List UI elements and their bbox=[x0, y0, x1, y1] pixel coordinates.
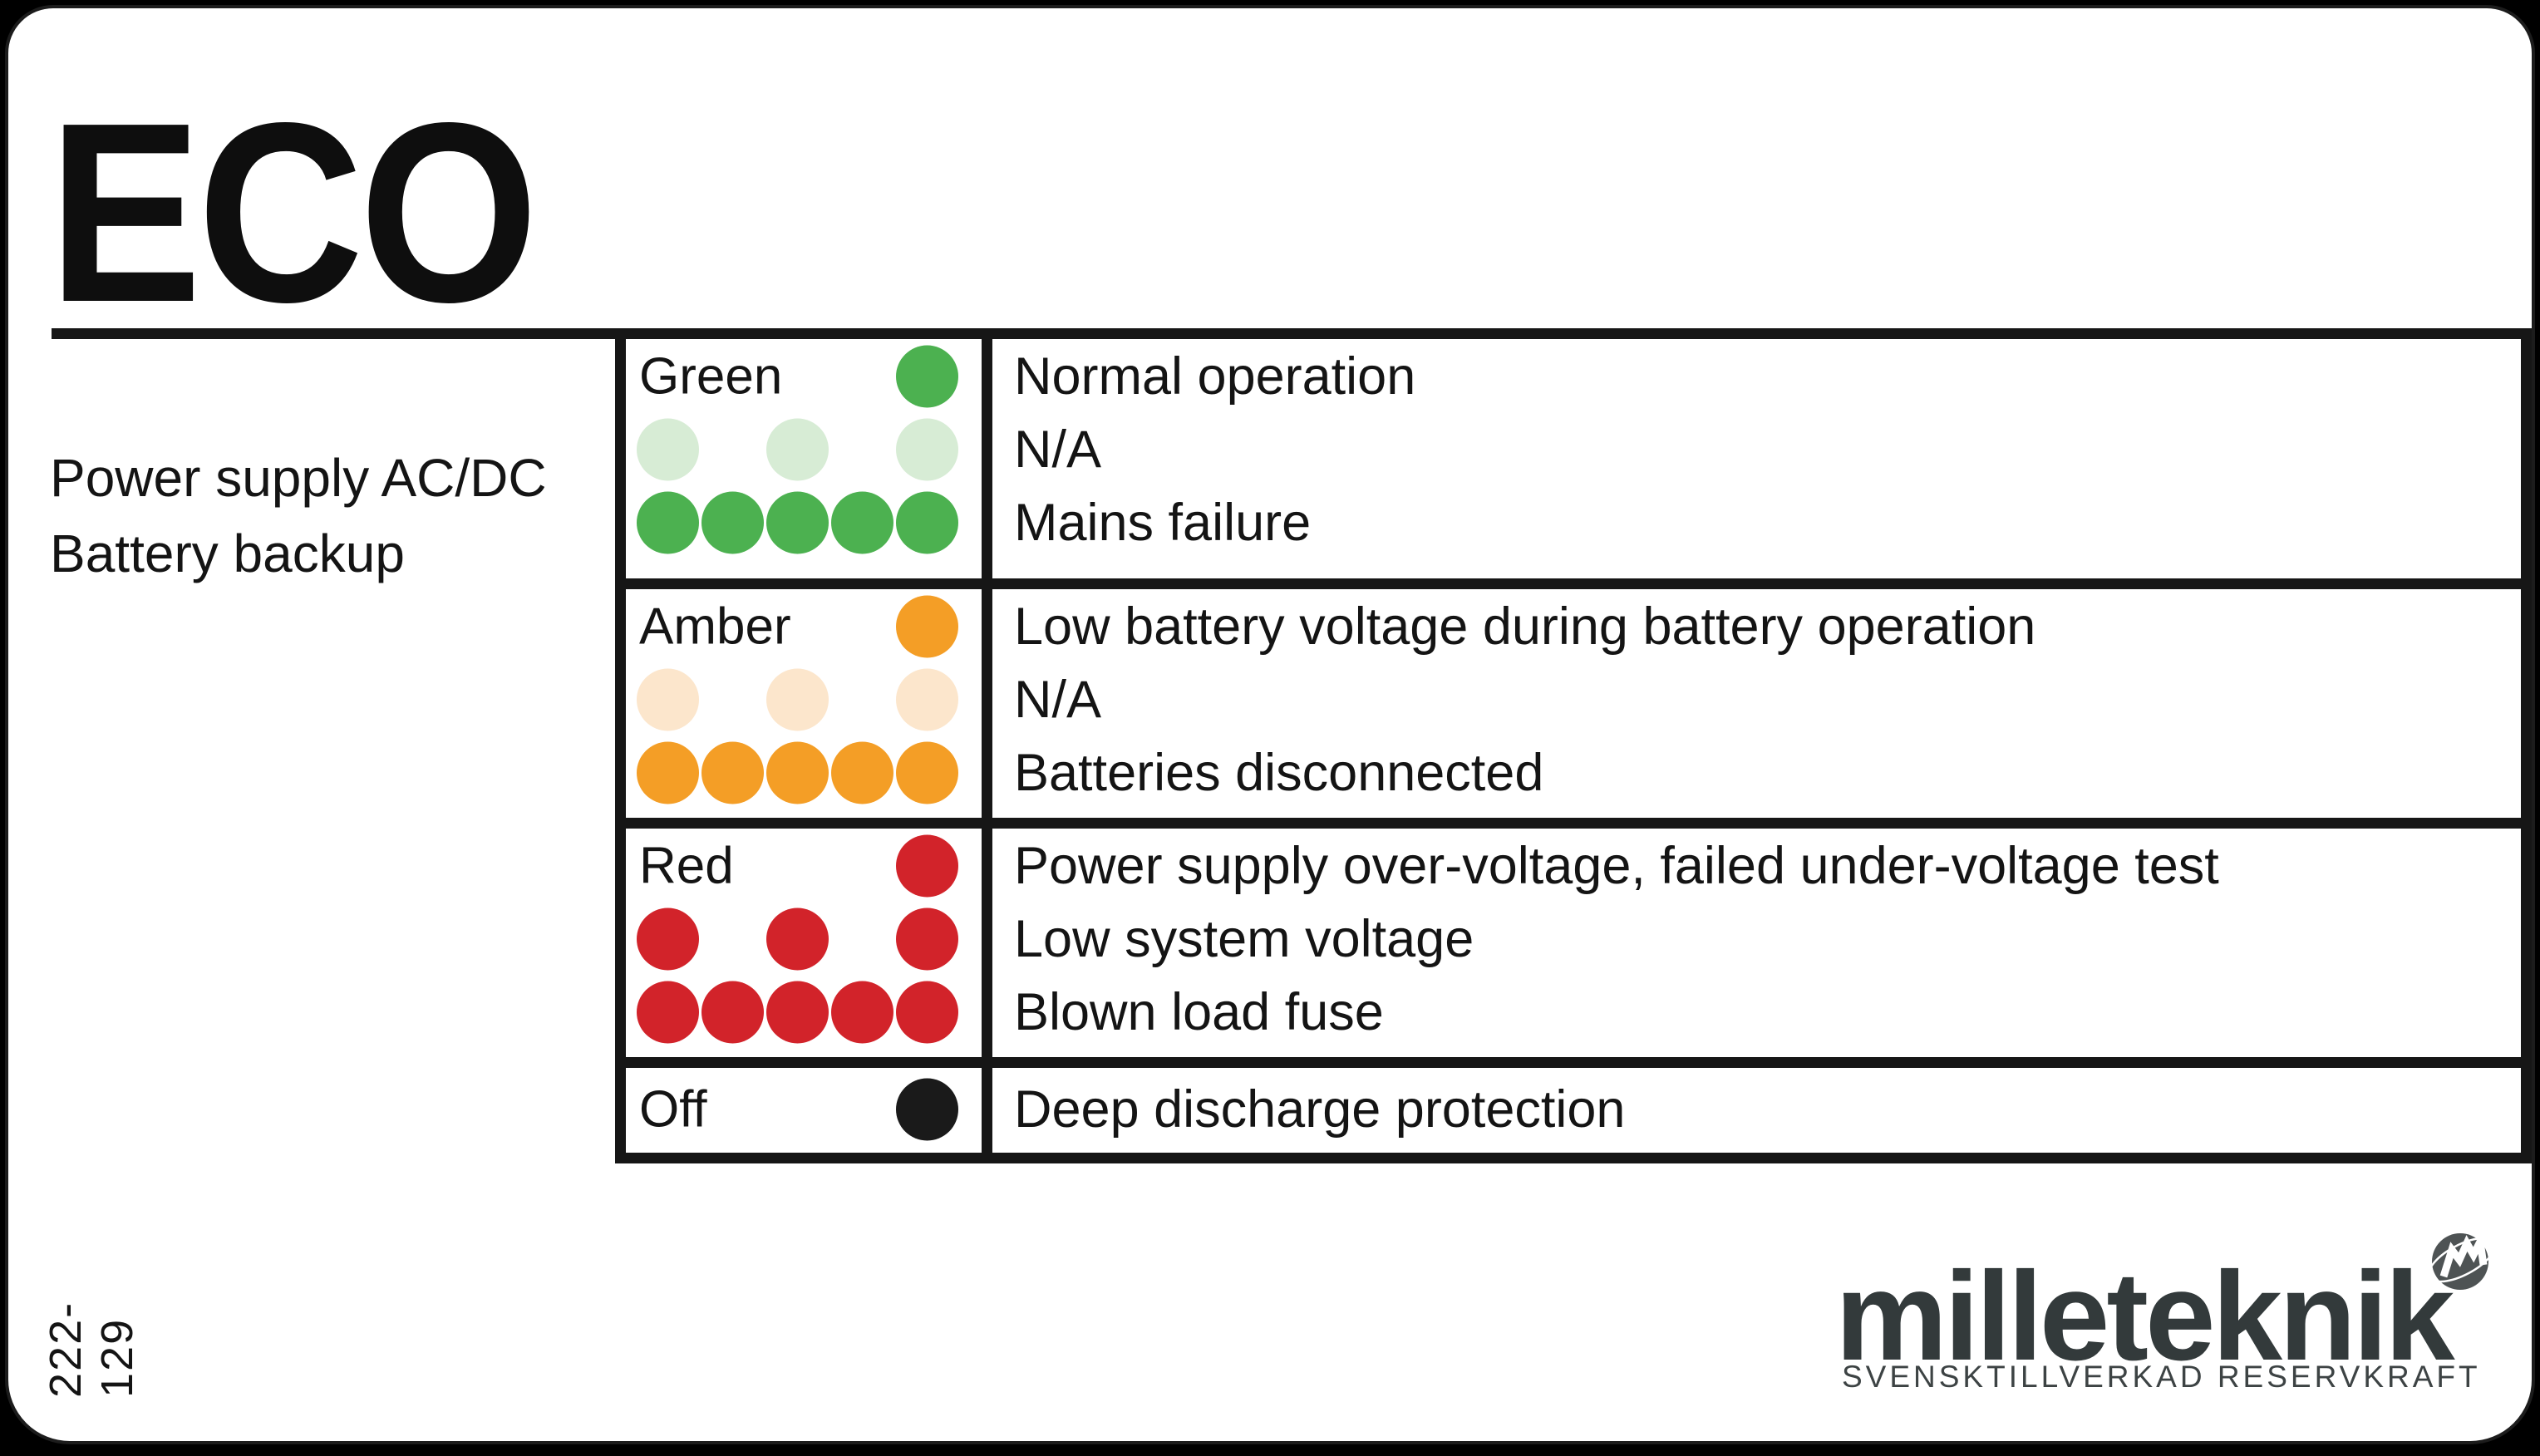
led-dot bbox=[766, 491, 829, 554]
led-dot bbox=[766, 981, 829, 1044]
led-line-alternate bbox=[626, 903, 982, 976]
label-card: ECO Power supply AC/DC Battery backup Gr… bbox=[5, 5, 2535, 1444]
product-subtitle: Power supply AC/DC Battery backup bbox=[50, 440, 547, 592]
led-dot bbox=[831, 491, 893, 554]
led-dot bbox=[896, 595, 958, 658]
meaning-cell: Deep discharge protection bbox=[992, 1068, 2521, 1153]
led-dot bbox=[896, 668, 958, 731]
subtitle-line-1: Power supply AC/DC bbox=[50, 448, 547, 508]
led-row-off: Off Deep discharge protection bbox=[626, 1057, 2521, 1153]
led-row-amber: Amber Low battery voltage during battery … bbox=[626, 578, 2521, 818]
led-dot bbox=[637, 491, 699, 554]
led-pattern-cell: Amber bbox=[626, 589, 992, 818]
led-pattern-cell: Red bbox=[626, 829, 992, 1057]
led-color-name: Off bbox=[639, 1080, 707, 1139]
led-row-red: Red Power supply over-voltage, failed und… bbox=[626, 818, 2521, 1057]
led-dot bbox=[701, 981, 764, 1044]
led-color-name: Red bbox=[639, 837, 734, 895]
led-dot bbox=[896, 418, 958, 481]
led-dot bbox=[896, 981, 958, 1044]
led-dot bbox=[766, 741, 829, 804]
led-meaning: Normal operation bbox=[1014, 347, 1416, 406]
led-line-alternate bbox=[626, 663, 982, 736]
led-line-all-on bbox=[626, 976, 982, 1049]
led-dot bbox=[701, 491, 764, 554]
meaning-cell: Low battery voltage during battery opera… bbox=[992, 589, 2521, 818]
subtitle-line-2: Battery backup bbox=[50, 523, 405, 583]
brand-tagline: SVENSKTILLVERKAD RESERVKRAFT bbox=[1842, 1360, 2481, 1394]
meaning-cell: Power supply over-voltage, failed under-… bbox=[992, 829, 2521, 1057]
led-line-off: Off bbox=[626, 1069, 982, 1150]
led-line-all-on bbox=[626, 486, 982, 559]
led-meaning: Batteries disconnected bbox=[1014, 744, 1544, 802]
led-line-all-on bbox=[626, 736, 982, 809]
led-meaning: N/A bbox=[1014, 671, 1102, 729]
led-dot bbox=[766, 418, 829, 481]
led-dot bbox=[637, 668, 699, 731]
led-dot bbox=[896, 741, 958, 804]
product-title: ECO bbox=[48, 70, 539, 356]
led-line-steady: Amber bbox=[626, 590, 982, 663]
led-dot bbox=[831, 981, 893, 1044]
led-dot bbox=[896, 834, 958, 898]
led-meaning: Low battery voltage during battery opera… bbox=[1014, 598, 2036, 656]
led-dot bbox=[896, 908, 958, 971]
led-dot bbox=[701, 741, 764, 804]
led-line-alternate bbox=[626, 413, 982, 486]
led-dot bbox=[637, 908, 699, 971]
led-dot bbox=[637, 981, 699, 1044]
brand-wordmark: milleteknik bbox=[1835, 1246, 2455, 1387]
led-pattern-cell: Green bbox=[626, 339, 992, 578]
led-dot bbox=[637, 741, 699, 804]
led-meaning: Low system voltage bbox=[1014, 910, 1474, 968]
led-dot bbox=[831, 741, 893, 804]
led-dot bbox=[766, 908, 829, 971]
led-line-steady: Red bbox=[626, 829, 982, 903]
led-meaning: Blown load fuse bbox=[1014, 983, 1384, 1041]
led-pattern-cell: Off bbox=[626, 1068, 992, 1153]
led-dot bbox=[637, 418, 699, 481]
led-color-name: Green bbox=[639, 347, 783, 406]
part-number: 222-129 bbox=[41, 1301, 142, 1398]
led-meaning: Mains failure bbox=[1014, 494, 1312, 552]
led-line-steady: Green bbox=[626, 340, 982, 413]
led-dot bbox=[766, 668, 829, 731]
zigzag-m-circle-icon bbox=[2427, 1229, 2497, 1290]
led-dot bbox=[896, 491, 958, 554]
led-meaning: N/A bbox=[1014, 421, 1102, 479]
led-color-name: Amber bbox=[639, 598, 791, 656]
led-dot bbox=[896, 1078, 958, 1141]
led-meaning: Deep discharge protection bbox=[1014, 1080, 1626, 1139]
led-meaning: Power supply over-voltage, failed under-… bbox=[1014, 837, 2219, 895]
led-dot bbox=[896, 345, 958, 408]
